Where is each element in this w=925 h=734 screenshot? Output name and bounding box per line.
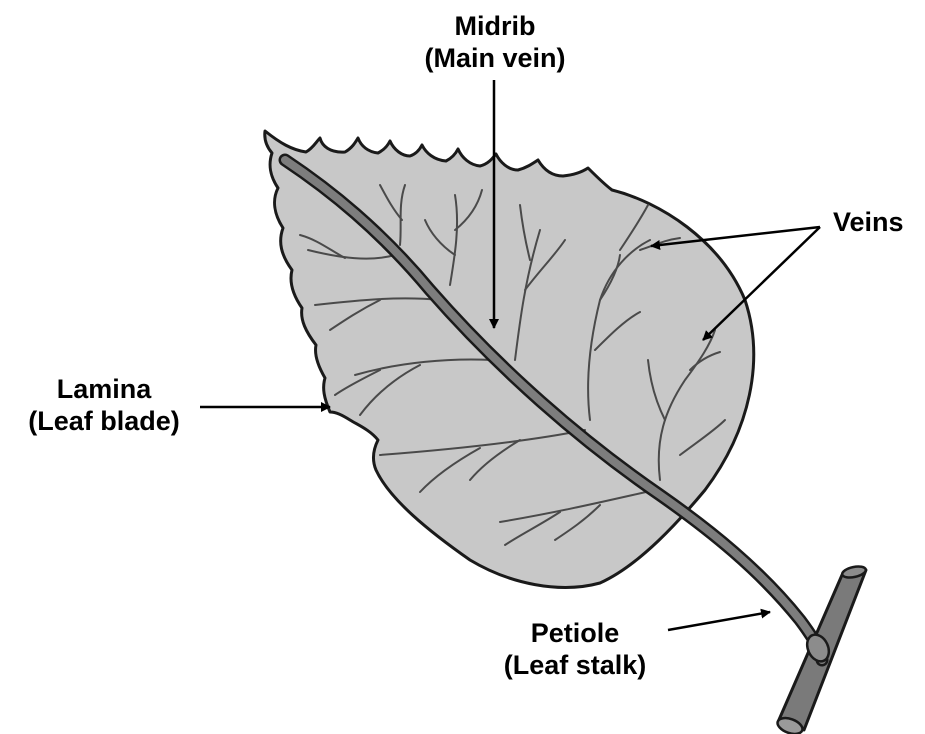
veins-label: Veins (833, 206, 923, 238)
petiole-arrow (668, 612, 770, 630)
lamina-label-line1: Lamina (4, 373, 204, 405)
petiole-label: Petiole (Leaf stalk) (480, 617, 670, 681)
lamina-label: Lamina (Leaf blade) (4, 373, 204, 437)
midrib-label: Midrib (Main vein) (400, 10, 590, 74)
midrib-label-line2: (Main vein) (400, 42, 590, 74)
petiole-label-line1: Petiole (480, 617, 670, 649)
petiole-label-line2: (Leaf stalk) (480, 649, 670, 681)
veins-label-line1: Veins (833, 206, 923, 238)
lamina-label-line2: (Leaf blade) (4, 405, 204, 437)
midrib-label-line1: Midrib (400, 10, 590, 42)
